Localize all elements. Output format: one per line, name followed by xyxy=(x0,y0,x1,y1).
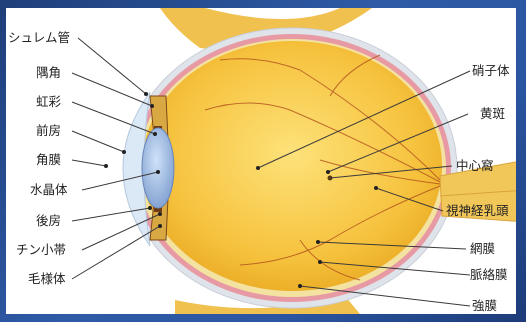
label-optic-disc: 視神経乳頭 xyxy=(446,203,509,218)
label-iris: 虹彩 xyxy=(36,94,62,109)
left-labels: シュレム管 隅角 虹彩 前房 角膜 水晶体 後房 チン小帯 毛様体 xyxy=(8,30,70,286)
label-vitreous: 硝子体 xyxy=(472,63,510,78)
label-cornea: 角膜 xyxy=(36,152,61,167)
label-posterior-chamber: 後房 xyxy=(36,213,61,228)
label-angle: 隅角 xyxy=(36,65,61,80)
lens-shape xyxy=(142,128,174,208)
label-schlemm-canal: シュレム管 xyxy=(8,30,70,45)
vitreous-body xyxy=(142,41,442,291)
label-zonule: チン小帯 xyxy=(16,242,66,257)
label-lens: 水晶体 xyxy=(30,182,68,197)
label-ciliary-body: 毛様体 xyxy=(28,271,66,286)
label-anterior-chamber: 前房 xyxy=(36,123,61,138)
label-sclera: 強膜 xyxy=(472,298,497,313)
label-retina: 網膜 xyxy=(470,241,495,256)
label-macula: 黄斑 xyxy=(480,106,505,121)
label-fovea: 中心窩 xyxy=(456,158,494,173)
label-choroid: 脈絡膜 xyxy=(470,267,508,282)
